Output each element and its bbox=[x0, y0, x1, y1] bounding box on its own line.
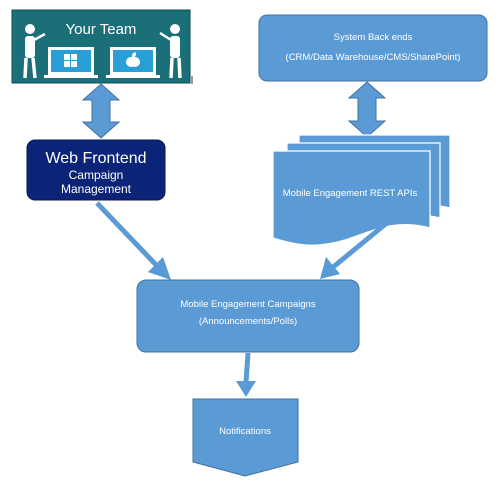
team-banner: Your Team bbox=[11, 9, 193, 84]
windows-logo-icon bbox=[64, 54, 77, 67]
campaigns-line1: Mobile Engagement Campaigns bbox=[180, 299, 315, 310]
web-frontend-title: Web Frontend bbox=[45, 150, 146, 167]
system-backends-box: System Back ends (CRM/Data Warehouse/CMS… bbox=[258, 14, 488, 82]
system-backends-title: System Back ends bbox=[334, 32, 413, 43]
notifications-label: Notifications bbox=[219, 426, 271, 437]
system-backends-subtitle: (CRM/Data Warehouse/CMS/SharePoint) bbox=[286, 52, 461, 63]
person-icon bbox=[23, 24, 46, 79]
web-frontend-line1: Campaign bbox=[69, 168, 124, 182]
web-frontend-line2: Management bbox=[61, 182, 132, 196]
double-arrow-team-frontend bbox=[81, 83, 121, 139]
arrow-apis-to-campaigns bbox=[320, 220, 390, 279]
team-banner-background bbox=[11, 9, 191, 84]
arrow-campaigns-to-notifications bbox=[236, 352, 256, 397]
web-frontend-box: Web Frontend Campaign Management bbox=[26, 139, 166, 201]
team-banner-title: Your Team bbox=[66, 21, 137, 38]
rest-apis-documents: Mobile Engagement REST APIs bbox=[272, 134, 451, 246]
arrow-frontend-to-campaigns bbox=[95, 201, 171, 280]
notifications-shape: Notifications bbox=[192, 398, 299, 477]
rest-apis-label: Mobile Engagement REST APIs bbox=[283, 188, 418, 199]
apple-logo-icon bbox=[126, 52, 140, 67]
campaigns-line2: (Announcements/Polls) bbox=[199, 316, 297, 327]
person-icon bbox=[159, 24, 182, 79]
double-arrow-backends-apis bbox=[347, 81, 387, 138]
campaigns-box: Mobile Engagement Campaigns (Announcemen… bbox=[136, 279, 360, 353]
